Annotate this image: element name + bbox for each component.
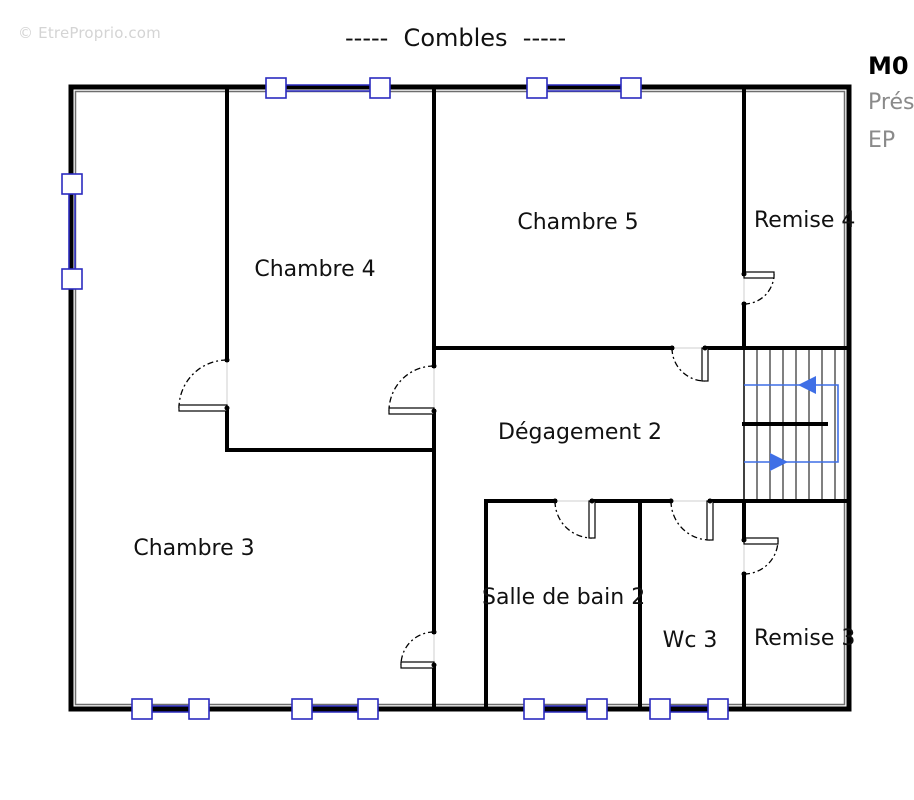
room-label-chambre-4: Chambre 4 bbox=[254, 257, 375, 282]
outer-wall bbox=[68, 84, 852, 712]
door-swing-icon bbox=[552, 498, 596, 539]
window-icon bbox=[649, 698, 729, 720]
side-panel-line-1: Prés bbox=[868, 90, 914, 115]
stair-arrow-icon bbox=[798, 376, 816, 394]
door-swing-icon bbox=[668, 498, 714, 541]
window-icon bbox=[131, 698, 210, 720]
door-swing-icon bbox=[741, 271, 775, 307]
door-swing-icon bbox=[669, 345, 709, 382]
outer-wall-inner-line bbox=[74, 90, 846, 706]
staircase bbox=[742, 347, 850, 502]
window-icon bbox=[291, 698, 379, 720]
room-label-remise-3: Remise 3 bbox=[754, 626, 855, 651]
side-panel-code: M0 bbox=[868, 52, 909, 80]
stair-arrow-icon bbox=[770, 453, 788, 471]
door-swing-icon bbox=[400, 629, 437, 669]
room-label-chambre-5: Chambre 5 bbox=[517, 210, 638, 235]
room-label-degagement-2: Dégagement 2 bbox=[498, 420, 662, 445]
doors bbox=[178, 271, 779, 669]
watermark-text: © EtreProprio.com bbox=[18, 24, 161, 42]
stair-arrow-line bbox=[744, 384, 839, 463]
room-label-salle-de-bain-2: Salle de bain 2 bbox=[482, 585, 645, 610]
windows bbox=[61, 77, 729, 720]
room-label-remise-4: Remise 4 bbox=[754, 208, 855, 233]
floor-title: ----- Combles ----- bbox=[345, 24, 567, 52]
room-label-wc-3: Wc 3 bbox=[663, 628, 718, 653]
door-swing-icon bbox=[178, 357, 230, 412]
side-panel-line-2: EP bbox=[868, 128, 896, 153]
window-icon bbox=[61, 173, 83, 290]
window-icon bbox=[523, 698, 608, 720]
interior-walls bbox=[225, 85, 851, 711]
window-icon bbox=[526, 77, 642, 99]
door-swing-icon bbox=[388, 363, 437, 415]
door-swing-icon bbox=[741, 537, 779, 577]
window-icon bbox=[265, 77, 391, 99]
room-label-chambre-3: Chambre 3 bbox=[133, 536, 254, 561]
